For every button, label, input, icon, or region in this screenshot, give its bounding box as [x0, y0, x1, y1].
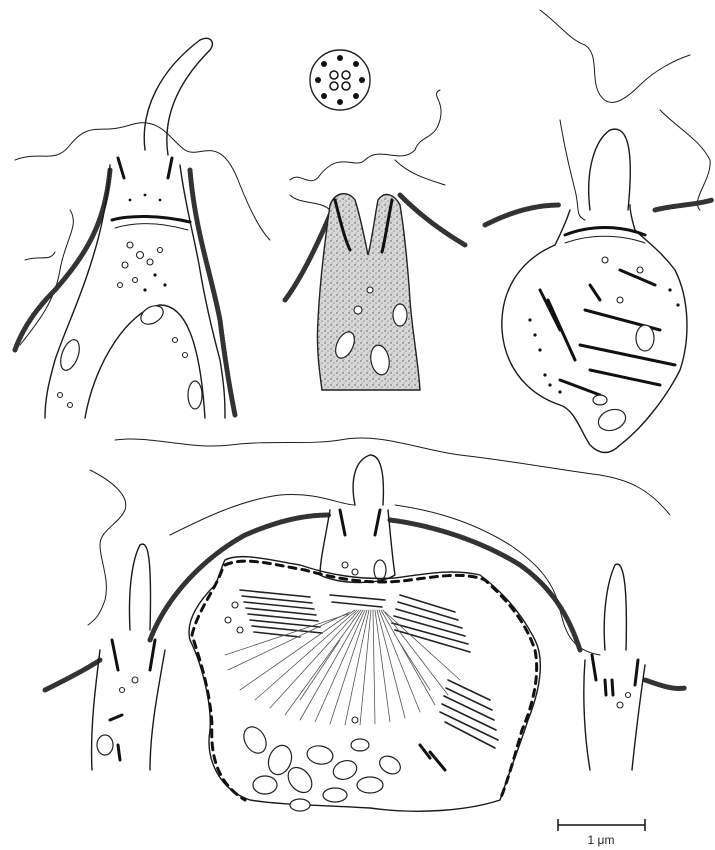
top-left-cell-drawing: [15, 38, 270, 418]
hatched-bundles: [240, 590, 498, 748]
top-center-cell-drawing: [285, 90, 465, 390]
top-right-cell-drawing: [485, 10, 712, 453]
scale-bar-label: 1 μm: [588, 833, 615, 847]
bottom-composite-cell-drawing: [45, 438, 685, 811]
cilium-cross-section: [310, 50, 370, 110]
scale-bar: 1 μm: [558, 819, 645, 847]
mitochondria-cluster: [239, 723, 403, 811]
